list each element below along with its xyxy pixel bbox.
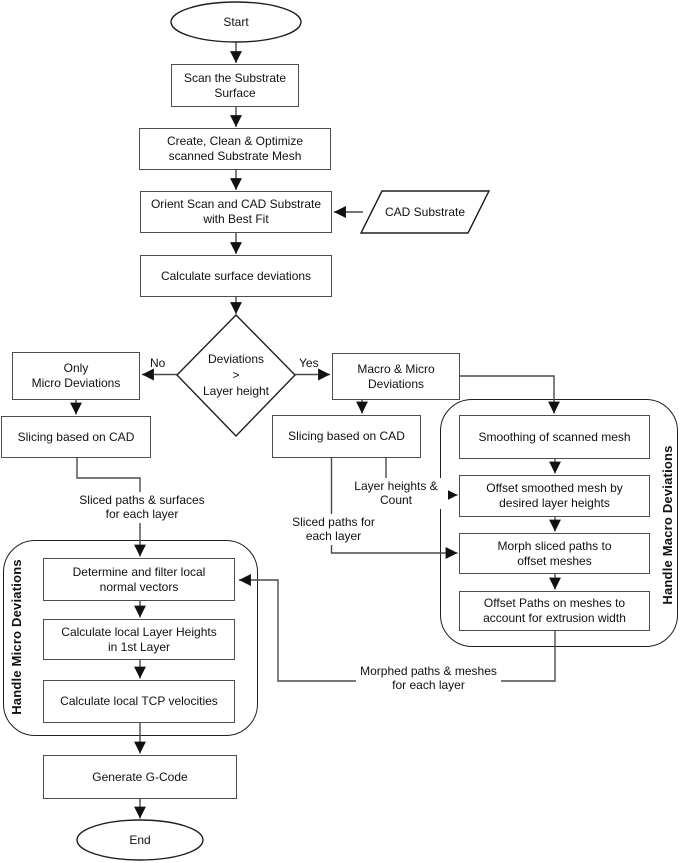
- node-generate-gcode: Generate G-Code: [43, 755, 237, 799]
- edge-label-no: No: [150, 356, 166, 370]
- decision-label: Deviations>Layer height: [202, 351, 270, 399]
- node-calc-tcp: Calculate local TCP velocities: [43, 680, 235, 723]
- cad-substrate-label: CAD Substrate: [384, 204, 466, 219]
- handle-micro-deviations-title: Handle Micro Deviations: [8, 559, 24, 715]
- end-label: End: [129, 832, 151, 847]
- node-slicing-cad-right: Slicing based on CAD: [272, 415, 421, 458]
- handle-macro-deviations-title: Handle Macro Deviations: [659, 445, 675, 605]
- node-smoothing: Smoothing of scanned mesh: [459, 415, 650, 459]
- edge-label-layer-heights-count: Layer heights &Count: [344, 478, 448, 509]
- edge-label-yes: Yes: [299, 356, 319, 370]
- node-calc-deviations: Calculate surface deviations: [140, 255, 332, 297]
- node-slicing-cad-left: Slicing based on CAD: [1, 416, 151, 458]
- start-label: Start: [223, 14, 249, 29]
